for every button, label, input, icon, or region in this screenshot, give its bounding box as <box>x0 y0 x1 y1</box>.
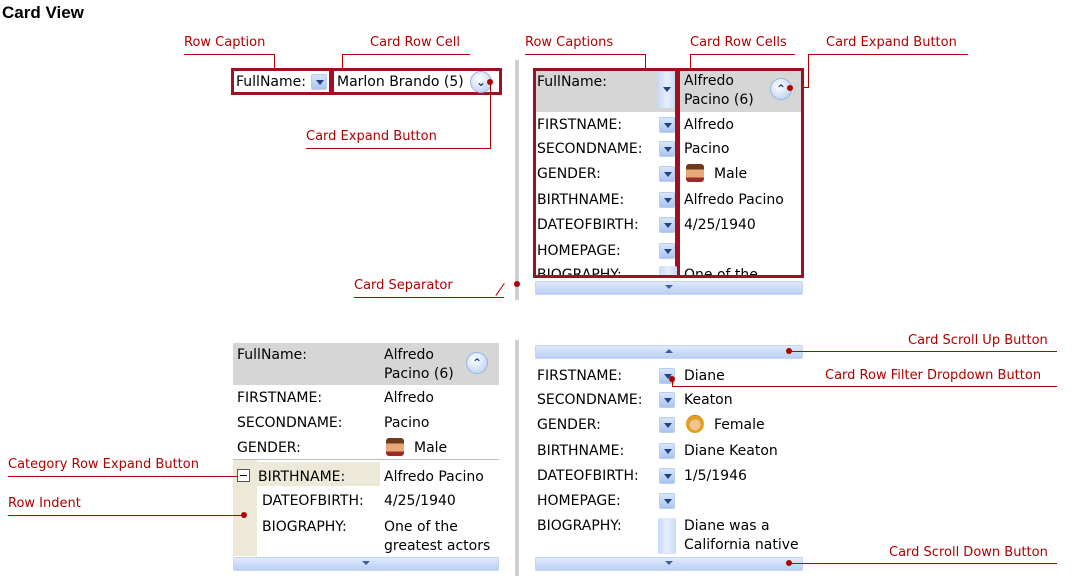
row-filter-dropdown-button[interactable] <box>659 493 675 509</box>
row-value: Pacino <box>384 415 430 431</box>
row-filter-dropdown-button[interactable] <box>659 166 675 182</box>
category-value: Alfredo Pacino <box>384 469 484 485</box>
row-value: 4/25/1940 <box>384 493 456 509</box>
row-value: Keaton <box>684 392 733 408</box>
male-avatar-icon <box>686 164 704 182</box>
card-collapse-button[interactable]: ⌃ <box>466 352 488 374</box>
row-caption-highlight <box>231 68 332 95</box>
biography-dropdown[interactable] <box>658 518 676 554</box>
row-caption: BIOGRAPHY: <box>262 519 347 535</box>
callout-card-row-filter-dropdown-button: Card Row Filter Dropdown Button <box>825 368 1042 383</box>
row-caption: GENDER: <box>537 417 601 433</box>
card-scroll-down-button[interactable] <box>233 557 499 571</box>
header-caption: FullName: <box>237 347 307 363</box>
row-captions-highlight <box>533 68 678 278</box>
header-caption: FullName: <box>537 74 607 90</box>
row-caption: BIRTHNAME: <box>537 443 625 459</box>
callout-card-scroll-up-button: Card Scroll Up Button <box>908 333 1048 348</box>
collapsed-card-value: Marlon Brando (5) <box>337 74 464 90</box>
row-caption: GENDER: <box>237 440 301 456</box>
row-value: Diane <box>684 368 725 384</box>
card-scroll-up-button[interactable] <box>535 345 803 359</box>
card-row-cells-highlight <box>677 68 804 278</box>
row-caption: BIOGRAPHY: <box>537 518 622 534</box>
row-value: Pacino <box>684 141 730 157</box>
row-caption: DATEOFBIRTH: <box>537 468 639 484</box>
double-chevron-down-icon: ⌄ <box>475 75 487 89</box>
category-row-expand-button[interactable] <box>237 469 250 482</box>
double-chevron-up-icon: ⌃ <box>775 82 787 96</box>
row-caption: DATEOFBIRTH: <box>537 217 639 233</box>
callout-row-indent: Row Indent <box>8 496 81 511</box>
row-value-line1: Diane was a <box>684 518 770 534</box>
female-avatar-icon <box>686 415 704 433</box>
row-value: Female <box>714 417 765 433</box>
header-value-line1: Alfredo <box>684 73 734 89</box>
card-header <box>233 343 499 385</box>
row-caption: HOMEPAGE: <box>537 243 621 259</box>
male-avatar-icon <box>386 438 404 456</box>
row-caption: BIRTHNAME: <box>537 192 625 208</box>
row-value: Alfredo Pacino <box>684 192 784 208</box>
callout-row-caption: Row Caption <box>184 35 266 50</box>
row-caption: SECONDNAME: <box>537 141 643 157</box>
card-scroll-down-button[interactable] <box>535 557 803 571</box>
callout-card-expand-button-1: Card Expand Button <box>306 129 437 144</box>
callout-card-scroll-down-button: Card Scroll Down Button <box>889 545 1048 560</box>
header-value-line2: Pacino (6) <box>684 92 754 108</box>
row-caption: HOMEPAGE: <box>537 493 621 509</box>
row-caption: FIRSTNAME: <box>537 117 623 133</box>
row-filter-dropdown-button[interactable] <box>659 417 675 433</box>
row-filter-dropdown-button[interactable] <box>659 117 675 133</box>
row-value: Male <box>714 166 748 182</box>
card-row-cell-highlight <box>331 68 502 95</box>
double-chevron-up-icon: ⌃ <box>471 356 483 370</box>
header-dropdown-button[interactable] <box>658 72 676 108</box>
row-caption: BIOGRAPHY: <box>537 267 622 275</box>
card-expand-button[interactable]: ⌄ <box>470 71 492 93</box>
card-separator[interactable] <box>515 60 519 300</box>
callout-category-row-expand-button: Category Row Expand Button <box>8 457 199 472</box>
row-value: Male <box>414 440 448 456</box>
row-caption: SECONDNAME: <box>237 415 343 431</box>
row-caption: DATEOFBIRTH: <box>262 493 364 509</box>
row-value-line1: One of the <box>384 519 458 535</box>
row-value-line2: greatest actors <box>384 538 491 554</box>
callout-card-separator: Card Separator <box>354 278 453 293</box>
page-title: Card View <box>2 3 84 22</box>
collapsed-card-caption: FullName: <box>236 74 306 90</box>
row-filter-dropdown-button[interactable] <box>659 141 675 157</box>
row-filter-dropdown-button[interactable] <box>659 468 675 484</box>
category-row <box>233 462 380 486</box>
row-value: Diane Keaton <box>684 443 778 459</box>
header-value-line2: Pacino (6) <box>384 366 454 382</box>
row-value-line2: California native <box>684 537 799 553</box>
row-value: 4/25/1940 <box>684 217 756 233</box>
row-value: 1/5/1946 <box>684 468 747 484</box>
callout-card-row-cells: Card Row Cells <box>690 35 787 50</box>
callout-card-expand-button-2: Card Expand Button <box>826 35 957 50</box>
row-filter-dropdown-button[interactable] <box>659 192 675 208</box>
callout-row-captions: Row Captions <box>525 35 614 50</box>
card-separator-bottom[interactable] <box>515 340 519 576</box>
row-caption: SECONDNAME: <box>537 392 643 408</box>
row-value: One of the <box>684 267 758 275</box>
header-value-line1: Alfredo <box>384 347 434 363</box>
row-value: Alfredo <box>684 117 734 133</box>
row-filter-dropdown-button[interactable] <box>659 443 675 459</box>
callout-card-row-cell: Card Row Cell <box>370 35 461 50</box>
row-value: Alfredo <box>384 390 434 406</box>
biography-dropdown[interactable] <box>659 266 677 275</box>
row-filter-dropdown-button[interactable] <box>311 74 327 90</box>
row-filter-dropdown-button[interactable] <box>659 217 675 233</box>
category-caption: BIRTHNAME: <box>258 469 346 485</box>
row-caption: FIRSTNAME: <box>537 368 623 384</box>
row-filter-dropdown-button[interactable] <box>659 243 675 259</box>
row-caption: GENDER: <box>537 166 601 182</box>
row-filter-dropdown-button[interactable] <box>659 392 675 408</box>
row-caption: FIRSTNAME: <box>237 390 323 406</box>
card-scroll-down-button[interactable] <box>535 281 803 295</box>
